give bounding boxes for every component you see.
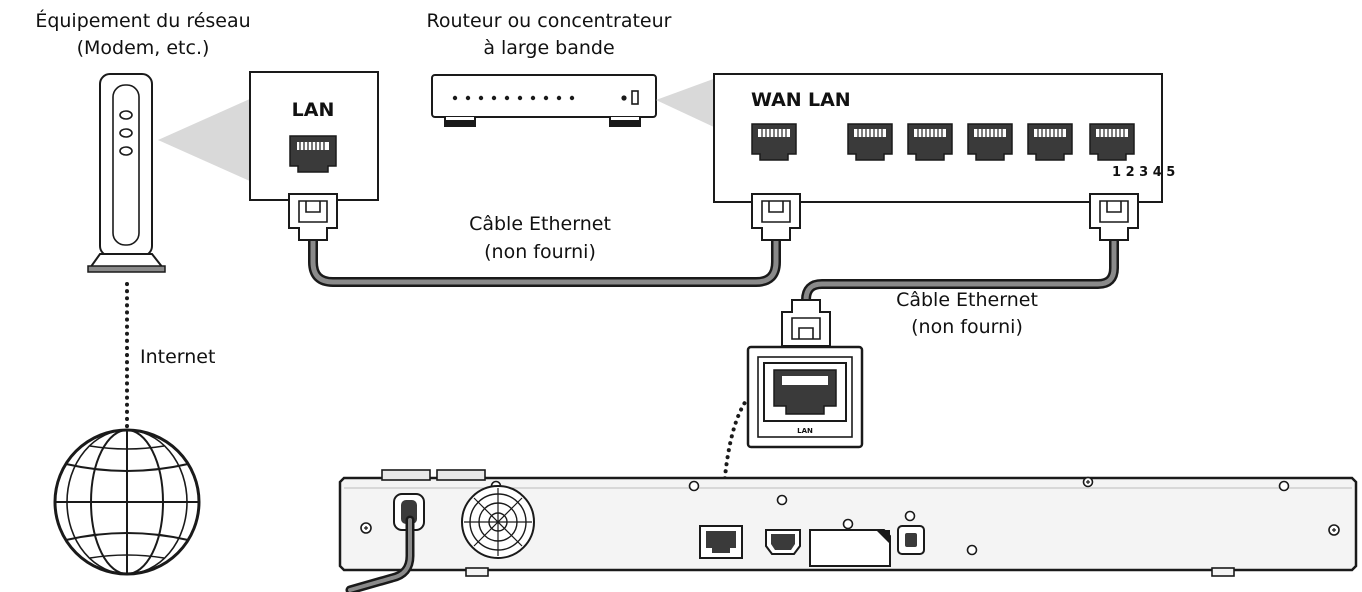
modem-lan-box: LAN	[249, 71, 379, 201]
player-lan-box: LAN	[746, 345, 864, 449]
modem-callout	[158, 98, 252, 182]
router-wan-label: WAN	[751, 89, 802, 111]
router-lan-port	[847, 123, 893, 161]
modem-tower-icon	[87, 73, 166, 273]
cable2-label-line2: (non fourni)	[911, 316, 1023, 338]
cable1-label-line2: (non fourni)	[484, 241, 596, 263]
ethernet-plug-modem	[288, 193, 338, 241]
router-callout	[656, 78, 716, 128]
internet-label: Internet	[140, 346, 215, 368]
router-lan-port	[967, 123, 1013, 161]
router-wan-port	[751, 123, 797, 161]
globe-icon	[53, 428, 201, 576]
router-lan-port	[1027, 123, 1073, 161]
network-equipment-label-line2: (Modem, etc.)	[77, 37, 210, 59]
router-lan-port	[907, 123, 953, 161]
ethernet-plug-player	[781, 299, 831, 347]
cable2-label-line1: Câble Ethernet	[896, 289, 1038, 311]
player-rear-panel-icon	[338, 469, 1358, 592]
ethernet-cable-1	[308, 235, 781, 287]
router-label-line2: à large bande	[483, 37, 614, 59]
ethernet-plug-router-wan	[751, 193, 801, 241]
modem-lan-label: LAN	[292, 99, 335, 121]
router-label-line1: Routeur ou concentrateur	[427, 10, 672, 32]
ethernet-cable-2	[801, 235, 1119, 311]
router-lan-label: LAN	[808, 89, 851, 111]
router-icon	[431, 74, 657, 127]
ethernet-plug-router-lan	[1089, 193, 1139, 241]
player-lan-label: LAN	[797, 427, 813, 435]
router-lan-port	[1089, 123, 1135, 161]
router-ports-box: WAN LAN	[713, 73, 1175, 203]
router-port-numbers: 1 2 3 4 5	[1112, 165, 1175, 180]
cable1-label-line1: Câble Ethernet	[469, 213, 611, 235]
modem-lan-port	[289, 135, 337, 173]
network-equipment-label-line1: Équipement du réseau	[35, 9, 250, 32]
